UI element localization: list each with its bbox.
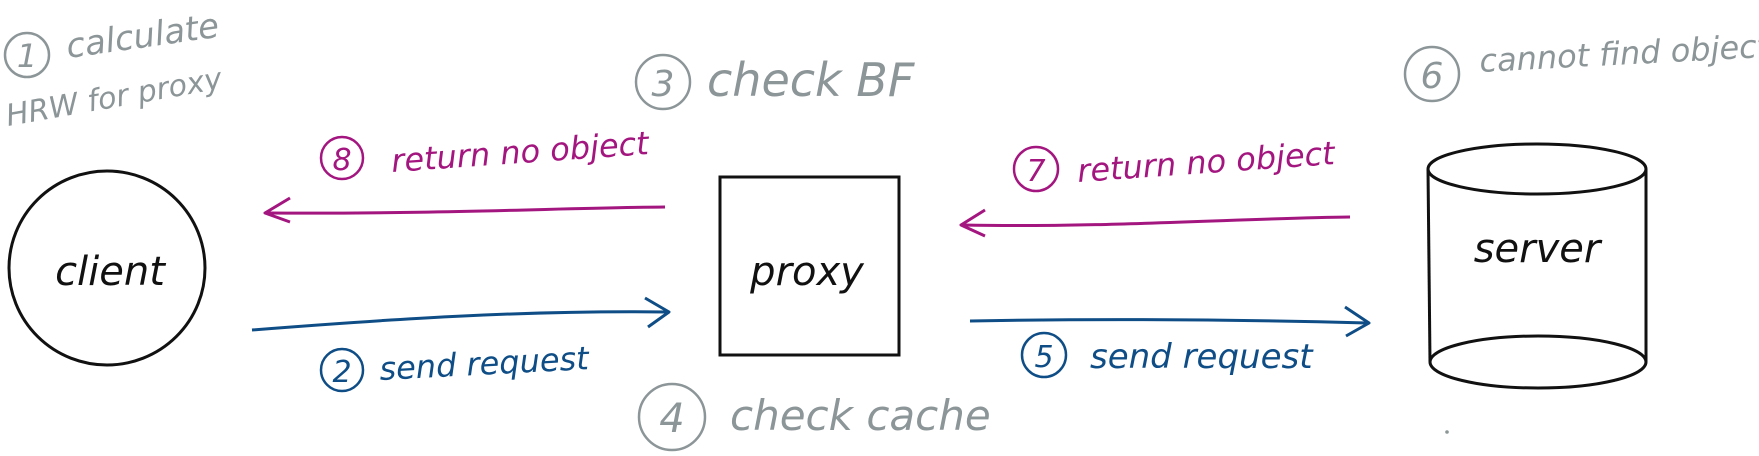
step-1-text-line1: calculate [64, 6, 222, 67]
server-node: server [1426, 142, 1648, 390]
step-4-text: check cache [730, 391, 991, 440]
step-6-annotation: 6 cannot find object [1403, 27, 1759, 103]
proxy-box [718, 175, 901, 357]
client-circle [7, 169, 207, 367]
step-6-number: 6 [1421, 56, 1444, 97]
step-5-number: 5 [1034, 340, 1053, 375]
stray-dot [1445, 430, 1449, 434]
step-4-number: 4 [659, 396, 684, 442]
server-cylinder-left-side [1426, 168, 1432, 363]
step-3-number: 3 [652, 64, 675, 105]
server-cylinder-bottom [1428, 334, 1648, 390]
step-2-number: 2 [332, 355, 351, 390]
server-label: server [1474, 226, 1603, 272]
step-3-badge [634, 53, 692, 111]
step-1-number: 1 [17, 37, 37, 75]
request-arrow-proxy-to-server [969, 305, 1371, 338]
return-arrow-server-to-proxy [959, 208, 1351, 238]
step-4-badge [637, 382, 707, 452]
step-8-text: return no object [390, 124, 651, 180]
step-5-badge [1020, 331, 1068, 379]
step-5-text: send request [1090, 337, 1314, 377]
step-2-badge [319, 347, 365, 393]
step-5-annotation: 5 send request [1020, 331, 1314, 379]
request-arrow-client-to-proxy [251, 296, 671, 332]
client-node: client [7, 169, 207, 367]
step-2-text: send request [378, 339, 591, 388]
step-1-badge [3, 31, 51, 79]
step-1-annotation: 1 calculate HRW for proxy [3, 6, 226, 134]
step-7-badge [1012, 145, 1060, 193]
step-7-text: return no object [1076, 134, 1337, 190]
proxy-node: proxy [718, 175, 901, 357]
return-arrow-proxy-to-client [263, 196, 666, 224]
client-label: client [55, 249, 166, 295]
server-cylinder-top [1426, 142, 1648, 196]
step-2-annotation: 2 send request [319, 339, 591, 393]
step-7-number: 7 [1026, 154, 1045, 189]
step-6-text: cannot find object [1478, 27, 1759, 80]
step-8-annotation: 8 return no object [319, 124, 651, 181]
proxy-label: proxy [749, 249, 865, 295]
step-4-annotation: 4 check cache [637, 382, 991, 452]
step-3-text: check BF [707, 53, 915, 107]
step-8-number: 8 [332, 143, 351, 178]
step-8-badge [319, 135, 365, 181]
step-3-annotation: 3 check BF [634, 53, 915, 111]
step-7-annotation: 7 return no object [1012, 134, 1337, 193]
step-6-badge [1403, 45, 1461, 103]
